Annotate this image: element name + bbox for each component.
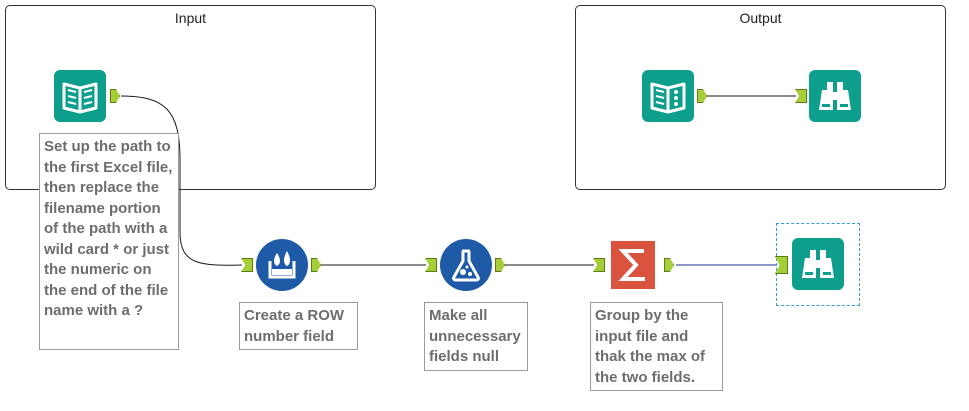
comment-input-note[interactable]: Set up the path to the first Excel file,… <box>39 133 179 350</box>
comment-summarize-text: Group by the input file and thak the max… <box>595 307 706 386</box>
comment-row-number[interactable]: Create a ROW number field <box>239 302 358 350</box>
browse-tool-selection <box>776 223 860 306</box>
comment-formula-text: Make all unnecessary fields null <box>429 307 521 365</box>
connection-input-to-recordid <box>120 95 243 266</box>
binoculars-icon <box>802 250 834 278</box>
book-icon <box>62 82 98 114</box>
comment-summarize[interactable]: Group by the input file and thak the max… <box>590 302 723 391</box>
comment-row-number-text: Create a ROW number field <box>244 307 345 345</box>
input-data-output-anchor[interactable] <box>110 89 120 103</box>
output-input-data-output-anchor[interactable] <box>697 89 707 103</box>
browse-tool[interactable] <box>792 238 844 290</box>
flask-icon <box>452 249 480 282</box>
formula-tool[interactable] <box>440 239 492 291</box>
sigma-icon <box>611 241 655 289</box>
record-id-output-anchor[interactable] <box>311 258 321 272</box>
droplets-icon <box>268 251 296 279</box>
output-browse-tool[interactable] <box>809 70 861 122</box>
output-input-data-tool[interactable] <box>642 70 694 122</box>
book-dots-icon <box>650 82 686 114</box>
comment-formula[interactable]: Make all unnecessary fields null <box>424 302 528 371</box>
summarize-tool[interactable] <box>607 239 659 291</box>
input-data-tool[interactable] <box>54 70 106 122</box>
summarize-output-anchor[interactable] <box>664 258 674 272</box>
formula-output-anchor[interactable] <box>495 258 505 272</box>
output-container[interactable]: Output <box>575 5 946 190</box>
binoculars-icon <box>819 82 851 110</box>
comment-input-note-text: Set up the path to the first Excel file,… <box>44 138 173 319</box>
input-container-title: Input <box>174 10 207 26</box>
record-id-tool[interactable] <box>256 239 308 291</box>
output-container-title: Output <box>739 10 782 26</box>
